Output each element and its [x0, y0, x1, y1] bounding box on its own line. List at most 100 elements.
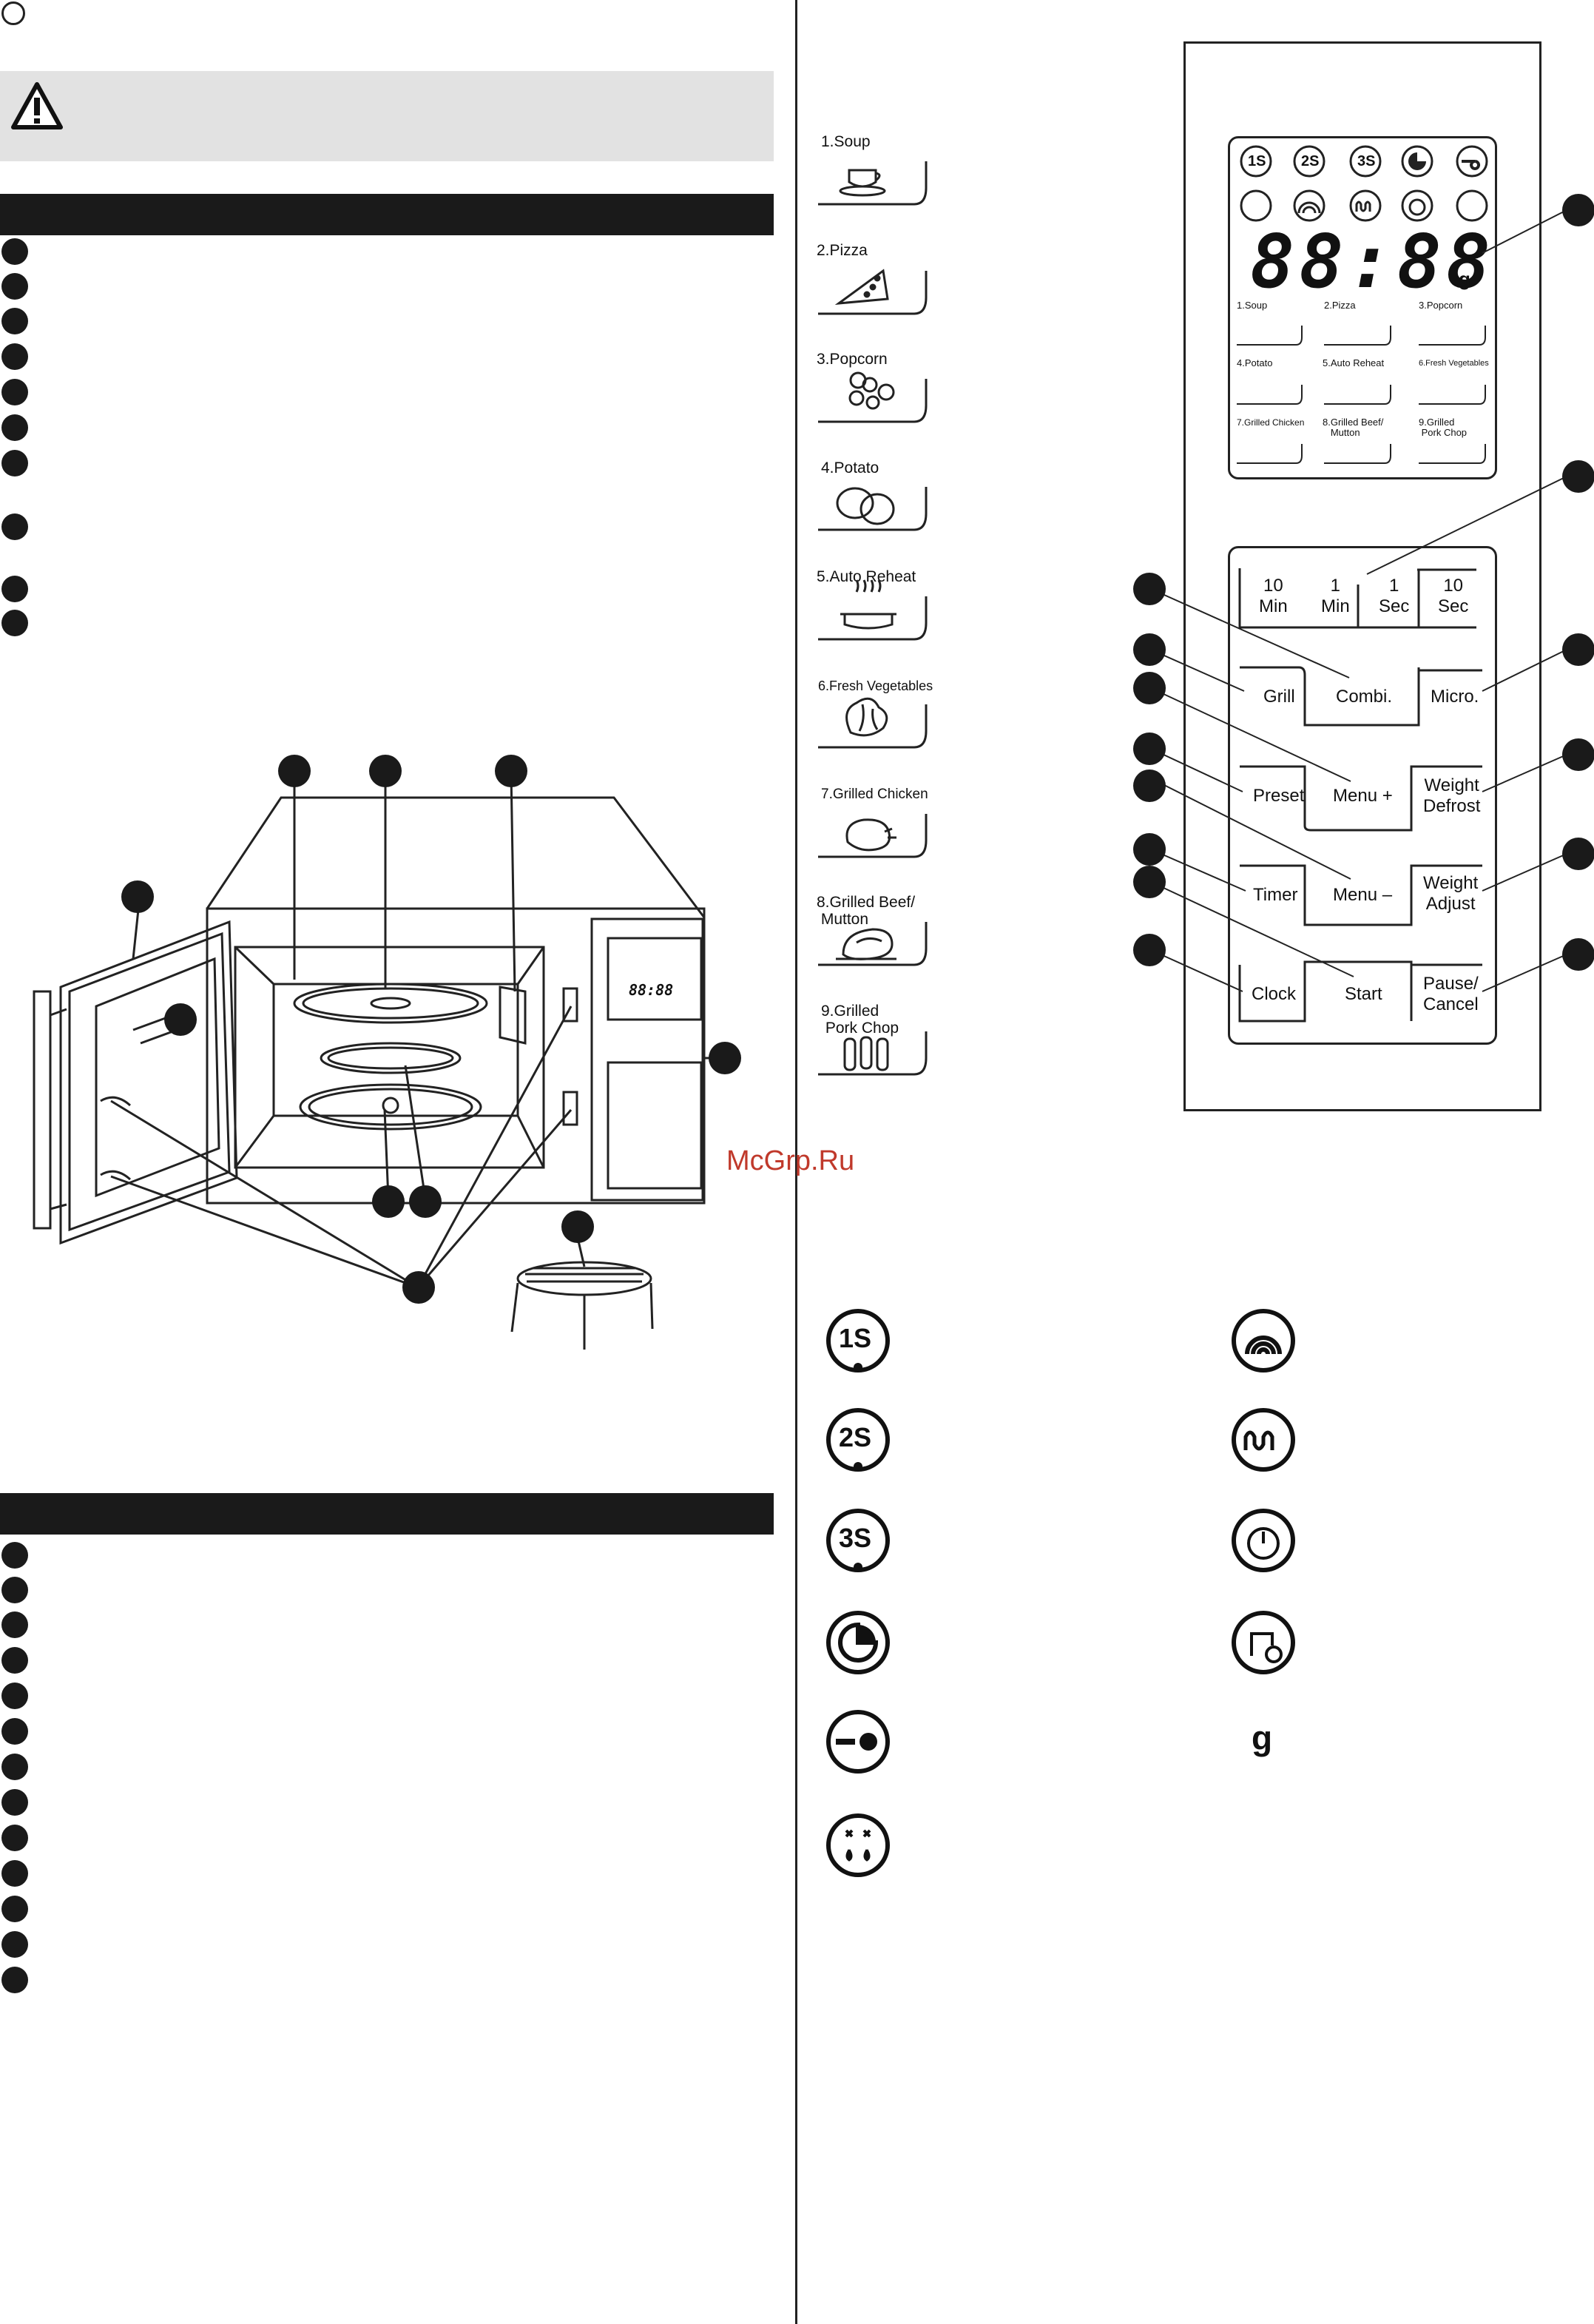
stage-3-label: 3S: [839, 1523, 872, 1553]
potato-icon: [836, 487, 895, 525]
callout: [1133, 732, 1166, 765]
key-1-sec[interactable]: 1 Sec: [1379, 576, 1410, 616]
bullet: [1, 576, 28, 602]
callout: [164, 1003, 197, 1036]
menu-icons: [818, 161, 928, 1076]
key-10-min[interactable]: 10 Min: [1259, 576, 1288, 616]
bullet: [1, 610, 28, 636]
callout: [121, 880, 154, 913]
bullet: [1, 1577, 28, 1603]
display-menu-label: 4.Potato: [1237, 357, 1273, 368]
callout: [409, 1185, 442, 1218]
key-10-sec[interactable]: 10 Sec: [1438, 576, 1469, 616]
bullet: [1, 1825, 28, 1851]
callout: [402, 1271, 435, 1304]
symbol-legend: [826, 1309, 1295, 1877]
key-clock[interactable]: Clock: [1252, 984, 1297, 1004]
bullet: [1, 1718, 28, 1745]
column-divider: [795, 0, 797, 2324]
callout: [1562, 738, 1594, 771]
stage-1-label: 1S: [1248, 153, 1266, 169]
stage-2-label: 2S: [839, 1422, 872, 1452]
callout: [709, 1042, 741, 1074]
stage-3-icon: [1349, 145, 1382, 178]
display-icons: [1240, 145, 1488, 222]
gram-unit-icon: g: [1252, 1719, 1273, 1757]
bullet: [1, 308, 28, 334]
menu-label-fresh-vegetables: 6.Fresh Vegetables: [818, 678, 933, 693]
child-lock-icon: [1456, 145, 1488, 178]
pork-chop-icon: [843, 1036, 889, 1071]
callout: [1562, 460, 1594, 493]
microwave-icon: [1232, 1309, 1295, 1372]
callout: [1562, 938, 1594, 971]
callout: [372, 1185, 405, 1218]
key-grill[interactable]: Grill: [1263, 687, 1295, 707]
callout: [1133, 573, 1166, 605]
menu-key-outlines: [818, 161, 928, 1076]
stage-2-icon: [1293, 145, 1325, 178]
callout: [278, 755, 311, 787]
timer-pie-icon: [1401, 145, 1433, 178]
key-1-min[interactable]: 1 Min: [1321, 576, 1350, 616]
panel-leader-lines: [1150, 209, 1567, 992]
vegetables-icon: [845, 697, 888, 737]
key-menu-minus[interactable]: Menu –: [1333, 885, 1393, 905]
warning-box: [0, 71, 774, 161]
page-number-circle: [1, 1, 25, 25]
callout: [1133, 866, 1166, 898]
watermark: McGrp.Ru: [726, 1145, 855, 1176]
bullet: [1, 1931, 28, 1958]
stage-1-icon: [1240, 145, 1272, 178]
beef-icon: [836, 928, 896, 960]
microwave-icon: [1293, 189, 1325, 222]
key-start[interactable]: Start: [1345, 984, 1382, 1004]
stage-3-label: 3S: [1357, 153, 1376, 169]
key-timer[interactable]: Timer: [1253, 885, 1298, 905]
microwave-illustration: [33, 772, 716, 1350]
key-preset[interactable]: Preset: [1253, 786, 1305, 806]
bullet: [1, 238, 28, 265]
lcd-display: [1228, 136, 1497, 479]
display-menu-label: 9.Grilled Pork Chop: [1419, 417, 1468, 438]
child-lock-icon: [826, 1710, 890, 1774]
bullet: [1, 1896, 28, 1922]
display-menu-label: 5.Auto Reheat: [1323, 357, 1385, 368]
callout: [1562, 194, 1594, 226]
key-micro[interactable]: Micro.: [1431, 687, 1479, 707]
pizza-icon: [834, 269, 889, 305]
key-weight-defrost[interactable]: Weight Defrost: [1423, 775, 1481, 816]
callout: [1133, 769, 1166, 802]
clock-icon: [1232, 1509, 1295, 1572]
timer-pie-icon: [826, 1611, 890, 1674]
menu-label-popcorn: 3.Popcorn: [817, 351, 888, 368]
callout: [1133, 833, 1166, 866]
warning-icon: [11, 82, 63, 129]
keypad-outlines: [1238, 568, 1482, 1023]
bullet: [1, 379, 28, 405]
callout: [1133, 633, 1166, 666]
bullet: [1, 1647, 28, 1674]
menu-label-pizza: 2.Pizza: [817, 242, 868, 259]
callout: [1562, 838, 1594, 870]
display-menu-label: 6.Fresh Vegetables: [1419, 359, 1489, 368]
bullet: [1, 1967, 28, 1993]
callout: [495, 755, 527, 787]
bullet: [1, 273, 28, 300]
bullet: [1, 1683, 28, 1709]
preset-icon: [1456, 189, 1488, 222]
key-pause-cancel[interactable]: Pause/ Cancel: [1423, 974, 1479, 1014]
popcorn-icon: [848, 371, 895, 410]
display-menu-label: 7.Grilled Chicken: [1237, 417, 1305, 428]
display-menu-label: 1.Soup: [1237, 300, 1268, 311]
bullet: [1, 414, 28, 441]
callout: [561, 1210, 594, 1243]
key-weight-adjust[interactable]: Weight Adjust: [1423, 873, 1479, 914]
key-combi[interactable]: Combi.: [1336, 687, 1393, 707]
key-menu-plus[interactable]: Menu +: [1333, 786, 1393, 806]
display-digits: 88:88: [1250, 218, 1496, 305]
bullet: [1, 1789, 28, 1816]
stage-2-label: 2S: [1301, 153, 1320, 169]
bullet: [1, 343, 28, 370]
bullet: [1, 450, 28, 476]
